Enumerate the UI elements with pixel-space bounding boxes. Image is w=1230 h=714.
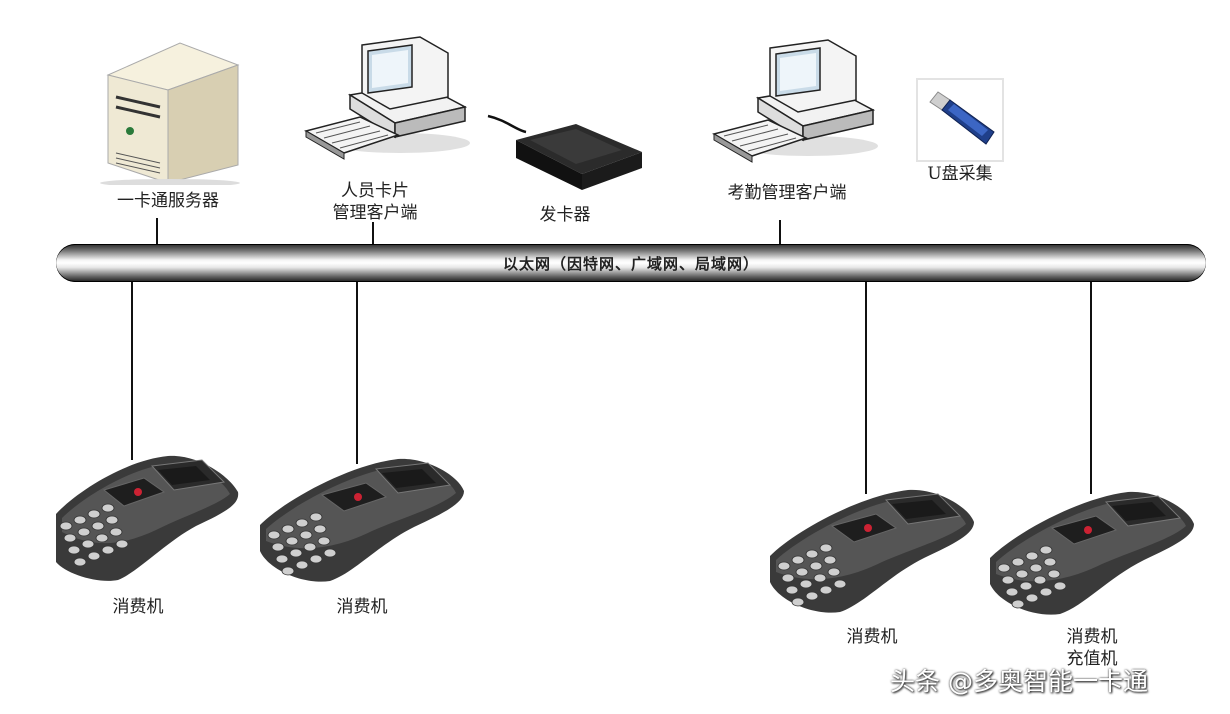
pos-terminal-4-icon	[990, 491, 1194, 615]
usb-label: U盘采集	[927, 164, 993, 184]
terminal-4-label-line2: 充值机	[1066, 649, 1118, 669]
card-client-label-line1: 人员卡片	[341, 181, 409, 201]
pos-terminal-1-icon	[56, 455, 239, 581]
pos-terminal-3-icon	[770, 489, 974, 613]
attendance-client-computer-icon	[712, 39, 878, 163]
card-client-link-line	[372, 222, 374, 246]
terminal-2-link-line	[356, 280, 358, 464]
terminal-3-link-line	[865, 280, 867, 494]
watermark-text: 头条 @多奥智能一卡通	[890, 667, 1148, 696]
card-client-label-line2: 管理客户端	[332, 203, 418, 223]
server-link-line	[156, 218, 158, 246]
card-client-computer-icon	[304, 36, 470, 160]
terminal-2-label: 消费机	[336, 597, 388, 617]
attendance-client-link-line	[779, 220, 781, 246]
terminal-1-link-line	[131, 280, 133, 460]
card-issuer-label: 发卡器	[539, 205, 591, 225]
ethernet-bus-label: 以太网（因特网、广域网、局域网）	[502, 255, 759, 273]
ethernet-bus: 以太网（因特网、广域网、局域网）	[56, 244, 1206, 282]
terminal-1-label: 消费机	[112, 597, 164, 617]
terminal-4-label-line1: 消费机	[1066, 627, 1118, 647]
card-issuer-icon	[487, 114, 642, 190]
pos-terminal-2-icon	[260, 458, 464, 582]
attendance-client-label: 考勤管理客户端	[727, 183, 847, 203]
server-tower-icon	[100, 42, 240, 185]
terminal-3-label: 消费机	[846, 627, 898, 647]
terminal-4-link-line	[1090, 280, 1092, 494]
usb-drive-icon	[929, 91, 995, 145]
usb-drive-frame	[916, 78, 1004, 162]
server-label: 一卡通服务器	[117, 191, 219, 211]
